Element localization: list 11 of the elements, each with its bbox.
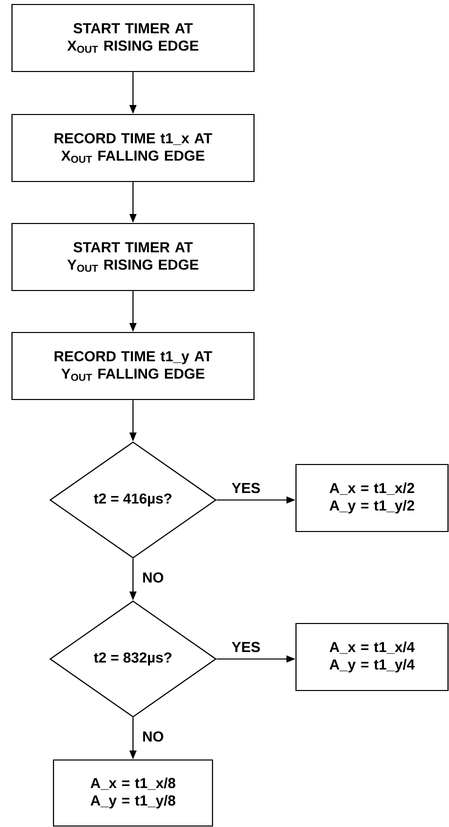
process-box: START TIMER AT Y$_{OUT}$ RISING EDGE bbox=[11, 222, 255, 292]
process-box: START TIMER AT X$_{OUT}$ RISING EDGE bbox=[11, 4, 255, 72]
process-box: A_x = t1_x/2 A_y = t1_y/2 bbox=[295, 464, 449, 532]
process-box: RECORD TIME t1_x AT X$_{OUT}$ FALLING EDGE bbox=[11, 114, 255, 182]
edge-label: YES bbox=[230, 640, 262, 654]
process-box: RECORD TIME t1_y AT Y$_{OUT}$ FALLING EDGE bbox=[11, 332, 255, 400]
edge-label: NO bbox=[141, 730, 165, 743]
edge-label: YES bbox=[230, 482, 262, 494]
process-box: A_x = t1_x/4 A_y = t1_y/4 bbox=[295, 622, 449, 692]
edge-label: NO bbox=[141, 571, 165, 584]
process-box: A_x = t1_x/8 A_y = t1_y/8 bbox=[52, 759, 214, 827]
